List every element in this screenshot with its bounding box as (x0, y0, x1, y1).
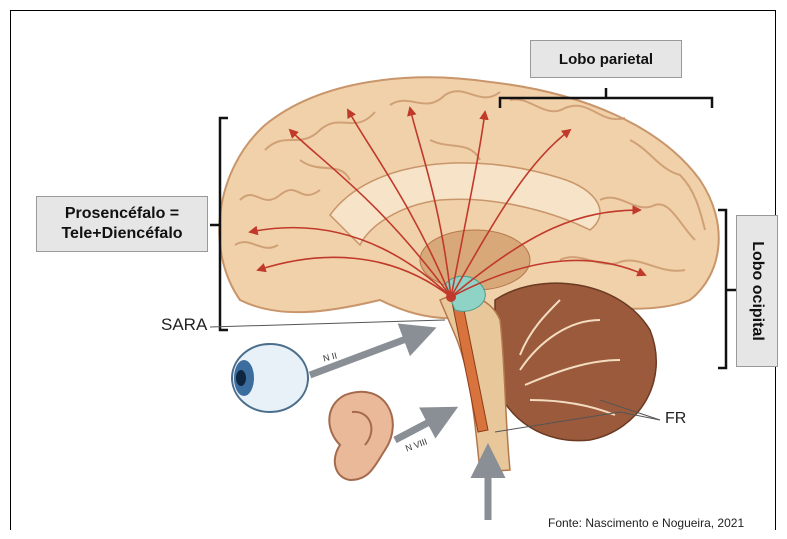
sara-label: SARA (161, 315, 207, 335)
eye-icon (232, 344, 308, 412)
source-caption: Fonte: Nascimento e Nogueira, 2021 (548, 516, 744, 530)
ear-icon (329, 392, 393, 480)
occipital-lobe-label: Lobo ocipital (736, 215, 778, 367)
parietal-lobe-label: Lobo parietal (530, 40, 682, 78)
fr-label: FR (665, 410, 686, 428)
prosencephalon-label: Prosencéfalo = Tele+Diencéfalo (36, 196, 208, 252)
